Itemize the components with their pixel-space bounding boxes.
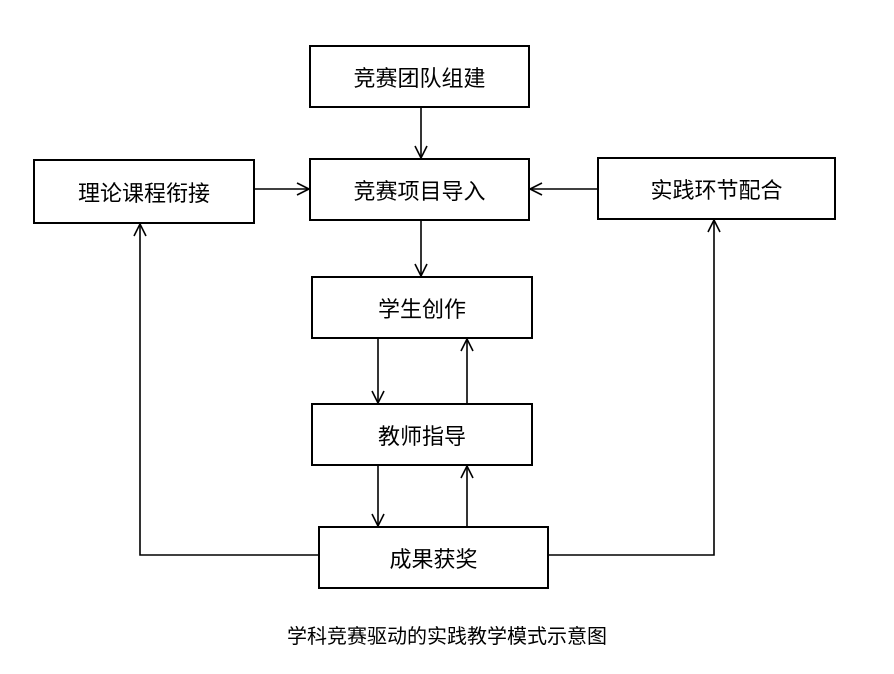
arrowhead-guide-to-create xyxy=(460,337,474,352)
node-practice-link-label: 实践环节配合 xyxy=(650,178,783,204)
node-theory-course-label: 理论课程衔接 xyxy=(77,181,210,207)
node-project-import: 竞赛项目导入 xyxy=(309,158,530,221)
node-award-results: 成果获奖 xyxy=(318,526,549,589)
node-student-creation-label: 学生创作 xyxy=(377,297,466,323)
arrow-award-to-theory xyxy=(139,224,318,556)
node-teacher-guidance: 教师指导 xyxy=(311,403,533,466)
node-student-creation: 学生创作 xyxy=(311,276,533,339)
node-practice-link: 实践环节配合 xyxy=(597,157,836,220)
node-project-import-label: 竞赛项目导入 xyxy=(353,179,486,205)
node-teacher-guidance-label: 教师指导 xyxy=(377,424,466,450)
node-team-formation: 竞赛团队组建 xyxy=(309,45,530,108)
node-award-results-label: 成果获奖 xyxy=(389,547,478,573)
arrowhead-award-to-guide xyxy=(460,464,474,479)
arrow-award-to-practice xyxy=(549,220,715,556)
diagram-caption: 学科竞赛驱动的实践教学模式示意图 xyxy=(287,624,607,648)
node-theory-course: 理论课程衔接 xyxy=(33,159,255,224)
arrowhead-award-to-theory xyxy=(133,222,147,237)
arrowhead-practice-to-project xyxy=(528,182,543,196)
arrowhead-award-to-practice xyxy=(707,218,721,233)
node-team-formation-label: 竞赛团队组建 xyxy=(353,66,486,92)
